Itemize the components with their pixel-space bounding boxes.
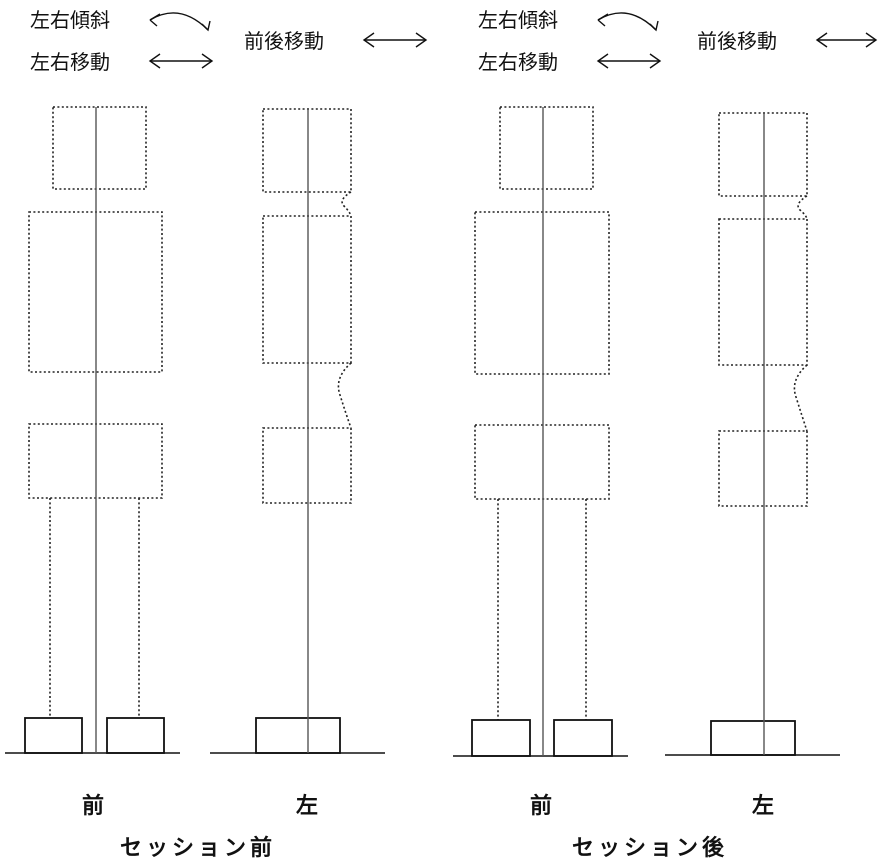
label-move-fb-after: 前後移動 [697, 29, 777, 53]
lumbar-curve [793, 364, 808, 432]
label-move-lr-after: 左右移動 [478, 50, 558, 74]
head-box [262, 108, 352, 193]
view-label-front-after: 前 [530, 794, 553, 819]
foot-box [24, 717, 83, 754]
foot-box [255, 717, 341, 754]
neck-curve [341, 191, 352, 217]
label-move-fb-before: 前後移動 [244, 29, 324, 53]
neck-curve [797, 195, 808, 220]
session-title-after: セッション後 [572, 836, 729, 861]
label-tilt-lr-after: 左右傾斜 [478, 8, 558, 32]
head-box [718, 112, 808, 197]
double-arrow-icon [815, 32, 878, 48]
left-view-before [210, 108, 385, 754]
torso-box [718, 218, 808, 366]
label-move-lr-before: 左右移動 [30, 50, 110, 74]
view-label-front-before: 前 [82, 794, 105, 819]
torso-box [474, 211, 610, 375]
tilt-arrow-icon [597, 12, 659, 32]
foot-box [553, 719, 613, 757]
pelvis-box [474, 424, 610, 500]
foot-box [471, 719, 531, 757]
pelvis-box [262, 427, 352, 504]
double-arrow-icon [148, 53, 214, 69]
front-view-after [453, 106, 628, 757]
foot-box [106, 717, 165, 754]
session-title-before: セッション前 [120, 836, 277, 861]
double-arrow-icon [596, 53, 662, 69]
torso-box [262, 215, 352, 364]
view-label-left-before: 左 [296, 794, 319, 819]
lumbar-curve [337, 362, 352, 429]
pelvis-box [718, 430, 808, 507]
front-view-before [5, 106, 180, 754]
foot-box [710, 720, 796, 756]
view-label-left-after: 左 [752, 794, 775, 819]
label-tilt-lr-before: 左右傾斜 [30, 8, 110, 32]
left-view-after [665, 112, 840, 756]
head-box [499, 106, 594, 190]
tilt-arrow-icon [149, 12, 211, 32]
double-arrow-icon [362, 32, 428, 48]
head-box [52, 106, 147, 190]
